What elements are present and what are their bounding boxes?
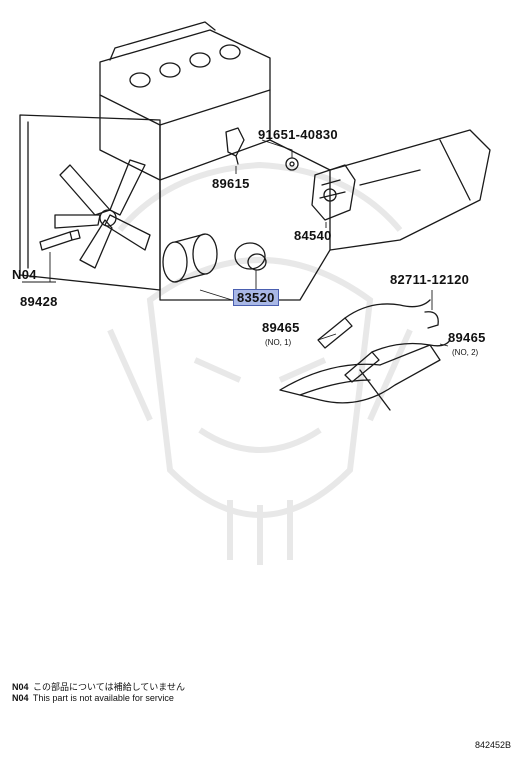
part-label-91651-40830[interactable]: 91651-40830: [258, 127, 338, 142]
part-label-89615[interactable]: 89615: [212, 176, 250, 191]
part-label-89465-no1[interactable]: 89465: [262, 320, 300, 335]
sensor-89428: [39, 229, 81, 251]
switch-84540: [311, 164, 356, 221]
oil-filter: [162, 233, 218, 283]
note-english: N04 This part is not available for servi…: [12, 693, 174, 703]
samurai-watermark: [107, 161, 413, 565]
note-en-code: N04: [12, 693, 29, 703]
note-jp-text: この部品については補給していません: [33, 682, 186, 692]
part-label-82711-12120[interactable]: 82711-12120: [390, 272, 470, 287]
note-en-text: This part is not available for service: [32, 693, 174, 703]
part-label-83520-highlighted[interactable]: 83520: [233, 289, 279, 306]
leader-lines: [22, 139, 449, 347]
part-sublabel-no2: (NO, 2): [452, 348, 479, 357]
part-sublabel-no1: (NO, 1): [265, 338, 292, 347]
note-japanese: N04 この部品については補給していません: [12, 680, 185, 693]
exhaust-manifold: [279, 344, 441, 411]
radiator: [19, 114, 161, 291]
o2-sensor-2: [344, 339, 451, 383]
clamp-82711: [424, 311, 439, 329]
part-label-n04: N04: [12, 267, 37, 282]
part-label-89465-no2[interactable]: 89465: [448, 330, 486, 345]
switch-83520: [234, 242, 267, 271]
part-label-89428[interactable]: 89428: [20, 294, 58, 309]
part-label-84540[interactable]: 84540: [294, 228, 332, 243]
cooling-fan: [54, 159, 151, 269]
engine-block: [99, 21, 331, 301]
sensor-89615: [225, 127, 245, 165]
transmission: [329, 129, 491, 251]
note-jp-code: N04: [12, 682, 29, 692]
figure-reference: 842452B: [474, 740, 511, 750]
o2-sensor-1: [317, 299, 431, 349]
